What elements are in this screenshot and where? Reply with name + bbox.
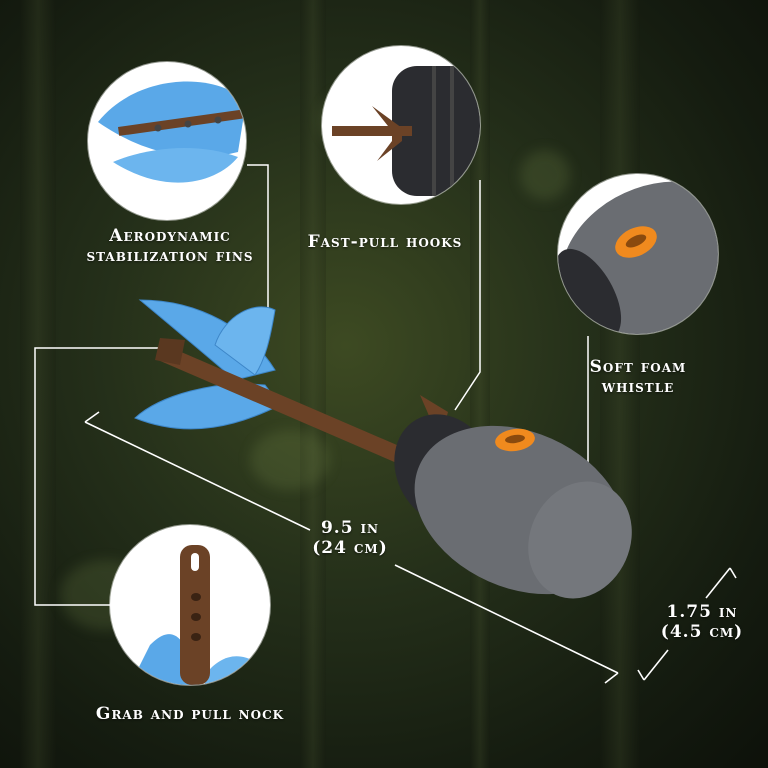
whistle-closeup-bubble [558,174,718,334]
length-tick-right [604,672,619,684]
diameter-tick-bottom [637,669,645,681]
diameter-tick-top [729,567,737,579]
length-tick-left [84,411,100,423]
hooks-closeup-image [332,66,480,196]
nock-closeup-bubble [110,525,270,685]
foam-head-tip [528,481,632,599]
diameter-label: 1.75 in (4.5 cm) [660,602,744,642]
nock-tip [155,338,185,365]
fin-closeup-image [98,81,246,183]
diameter-dimension-line-2 [643,649,669,681]
nock-callout-line [34,347,163,606]
length-dimension-line-2 [394,564,619,674]
rocket-shaft [158,345,420,470]
hooks-closeup-bubble [322,46,480,204]
whistle-slot [505,434,525,444]
whistle-closeup-image [558,181,718,334]
fins-label: Aerodynamic stabilization fins [86,226,254,266]
nock-closeup-image [130,545,260,685]
hooks-callout-line [454,180,481,411]
fins-closeup-bubble [88,62,246,220]
length-label: 9.5 in (24 cm) [312,518,388,558]
top-fin [214,306,276,376]
fins-callout-line [247,164,269,330]
whistle-label: Soft foam whistle [589,357,687,397]
length-dimension-line [84,421,311,531]
hooks-label: Fast-pull hooks [307,232,463,252]
diameter-dimension-line [705,567,731,599]
nock-label: Grab and pull nock [95,704,285,724]
